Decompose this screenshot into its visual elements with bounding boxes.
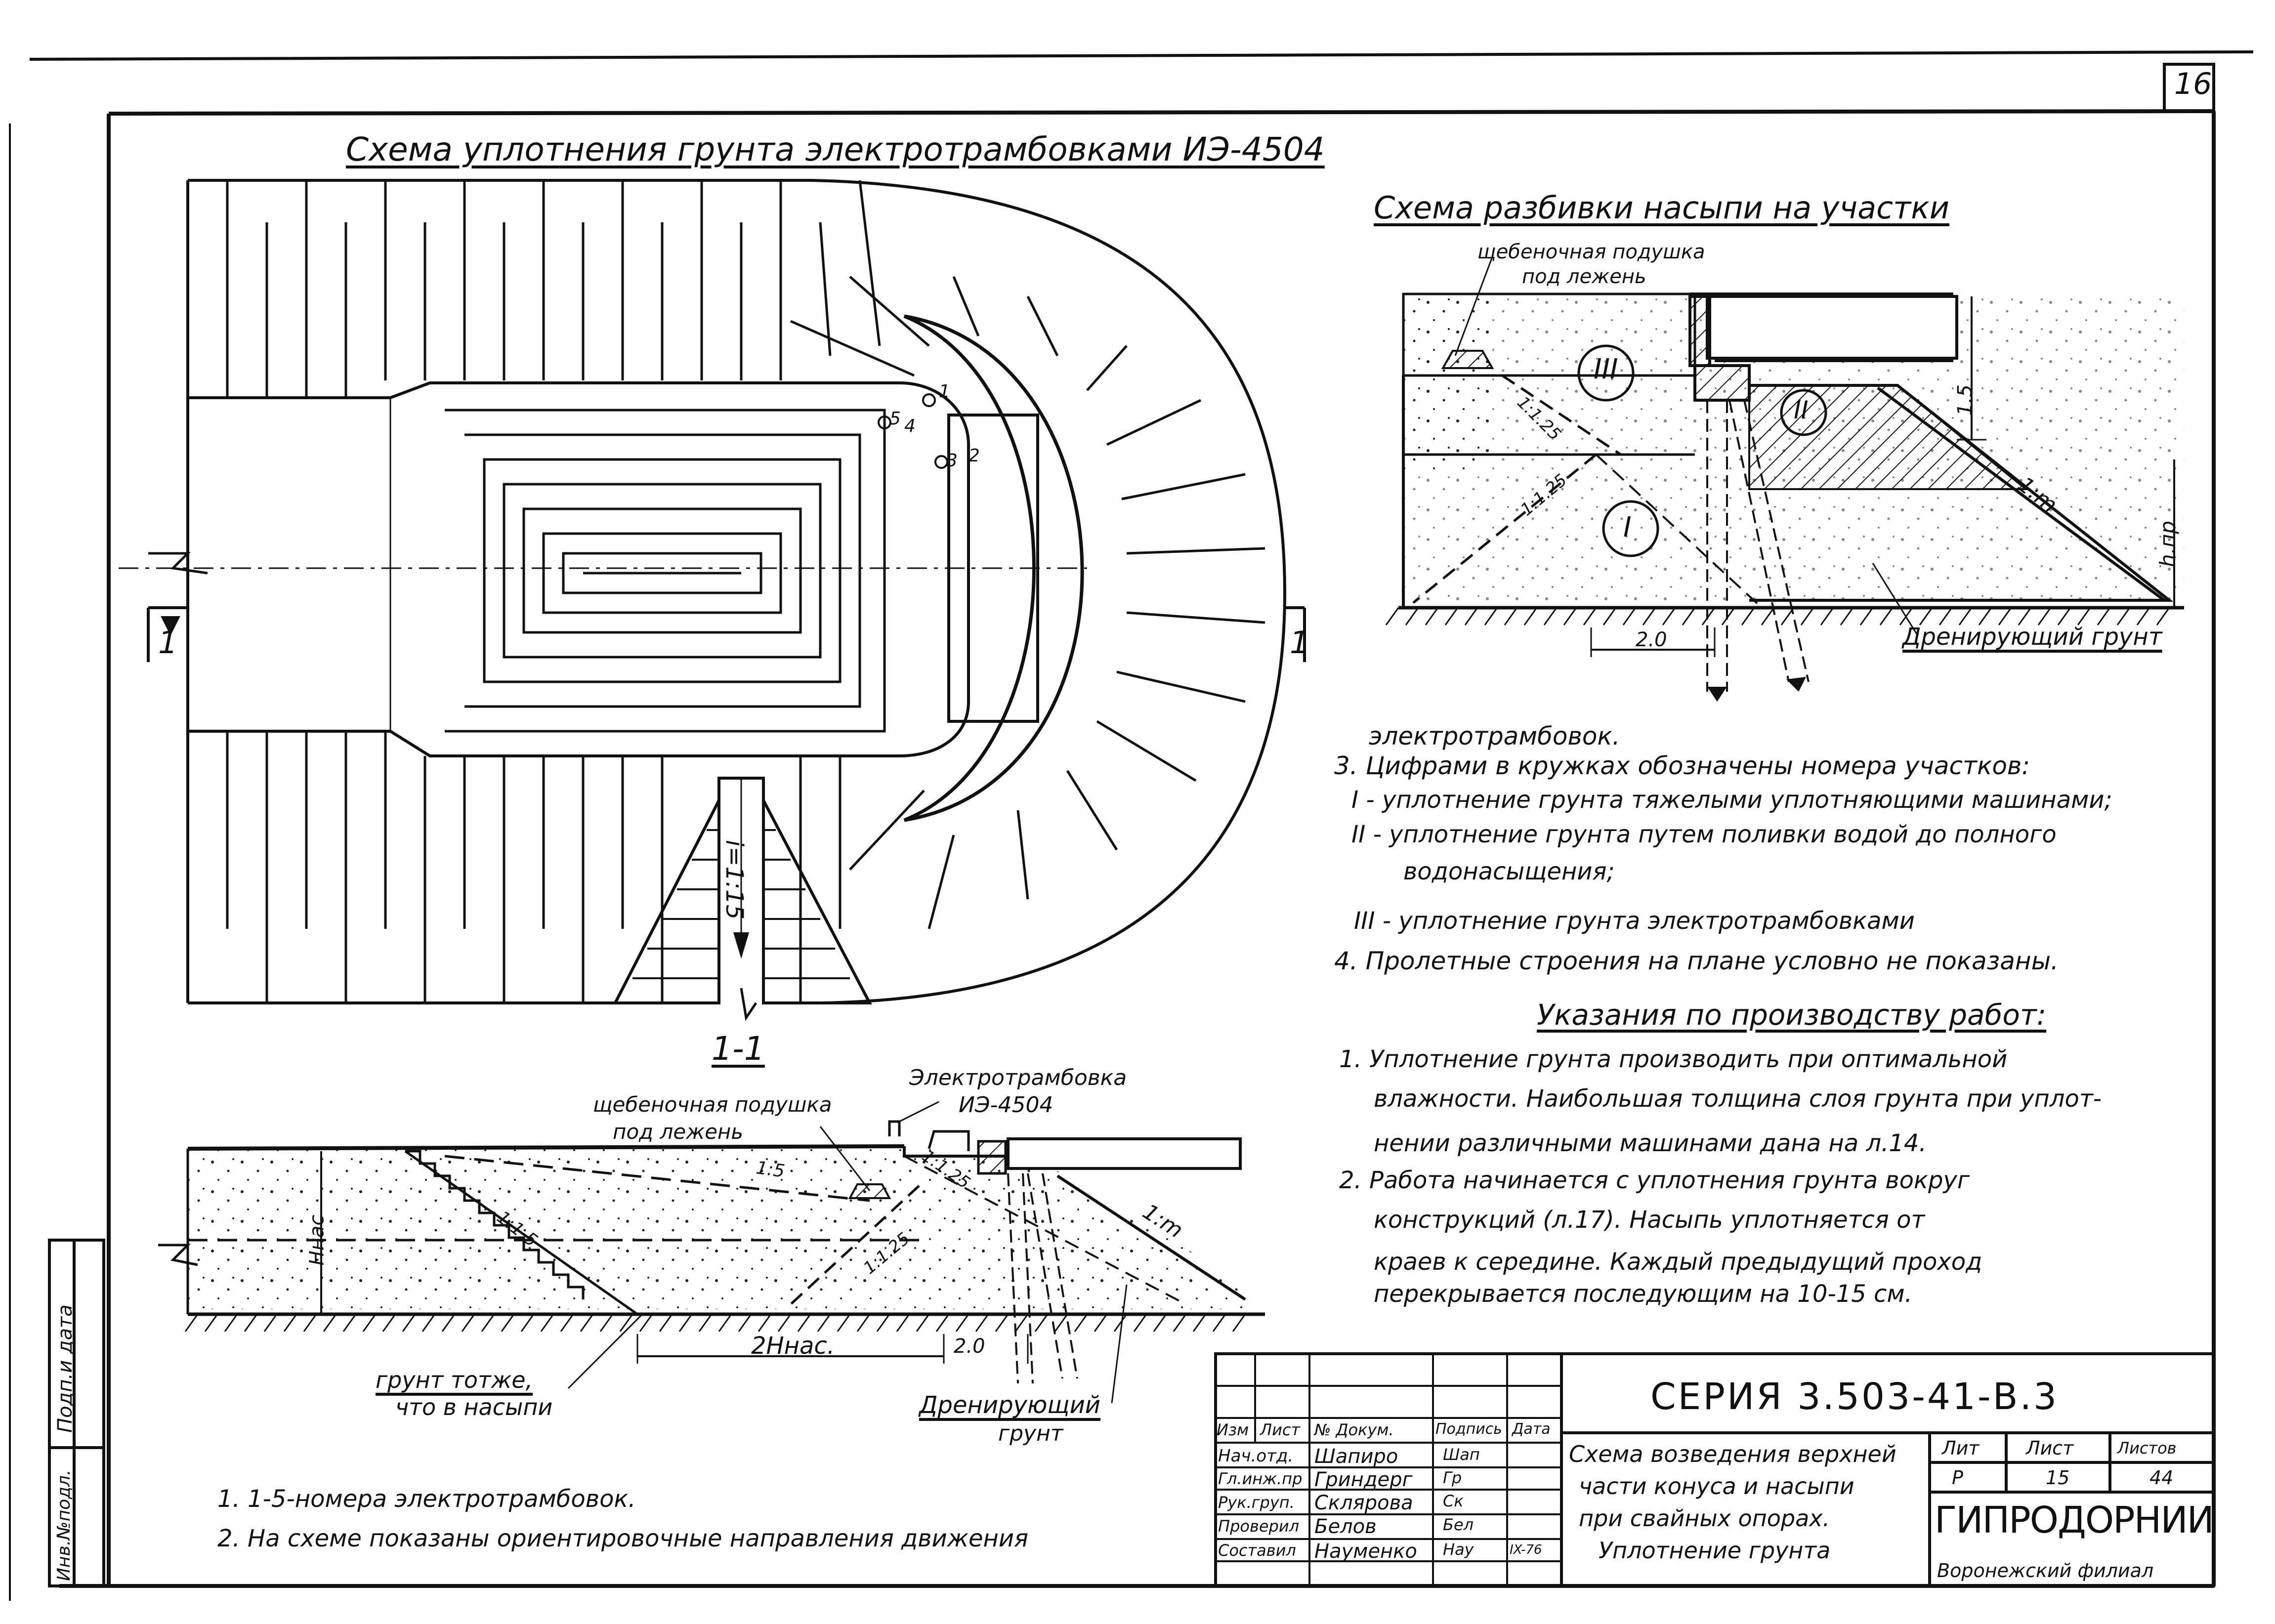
side-stamp-frame <box>48 1239 105 1587</box>
tb-sheets-label: Листов <box>2117 1439 2177 1457</box>
zoning-dim-20: 2.0 <box>1636 628 1667 651</box>
zoning-dim-hnp: h.пр <box>2155 520 2180 568</box>
note-right-line: III - уплотнение грунта электротрамбовка… <box>1354 907 1915 935</box>
tb-description: части конуса и насыпи <box>1579 1473 1854 1499</box>
section-dim-2hnas: 2Ннас. <box>751 1332 835 1360</box>
tb-header-list: Лист <box>1260 1420 1301 1439</box>
tb-row-role: Нач.отд. <box>1218 1446 1294 1466</box>
side-stamp-sign-date: Подп.и дата <box>54 1304 77 1433</box>
zone-3-label: III <box>1594 353 1618 385</box>
tb-org: ГИПРОДОРНИИ <box>1935 1499 2214 1541</box>
tb-sheet-value: 15 <box>2046 1467 2070 1489</box>
section-pad-label-1: щебеночная подушка <box>593 1092 832 1117</box>
zoning-diagram <box>1385 256 2184 702</box>
tb-header-doc: № Докум. <box>1314 1420 1394 1439</box>
section-tamper-label-1: Электротрамбовка <box>909 1065 1127 1090</box>
tb-description: Схема возведения верхней <box>1569 1441 1896 1467</box>
tamper-number-5: 5 <box>889 409 901 429</box>
section-dim-20: 2.0 <box>954 1335 985 1358</box>
tb-row-sign: Бел <box>1443 1515 1474 1534</box>
zoning-pad-label-2: под лежень <box>1522 265 1646 288</box>
section-drain-label-2: грунт <box>998 1421 1063 1446</box>
plan-view <box>119 179 1306 1021</box>
instruction-line: перекрывается последующим на 10-15 см. <box>1374 1280 1912 1308</box>
note-right-line: водонасыщения; <box>1403 858 1615 885</box>
instruction-line: 2. Работа начинается с уплотнения грунта… <box>1339 1166 1970 1194</box>
zoning-title: Схема разбивки насыпи на участки <box>1374 190 1950 226</box>
side-stamp-inv-no: Инв.№подл. <box>54 1469 74 1581</box>
instruction-line: конструкций (л.17). Насыпь уплотняется о… <box>1374 1206 1925 1234</box>
section-mark-right: 1 <box>1290 625 1309 661</box>
tb-row-role: Рук.груп. <box>1218 1493 1295 1512</box>
tb-row-name: Науменко <box>1314 1540 1417 1563</box>
section-title: 1-1 <box>712 1030 765 1068</box>
tamper-number-3: 3 <box>946 451 958 471</box>
instruction-line: влажности. Наибольшая толщина слоя грунт… <box>1374 1085 2102 1113</box>
note-left-line: 1. 1-5-номера электротрамбовок. <box>217 1485 636 1513</box>
tb-row-role: Составил <box>1218 1541 1296 1560</box>
zone-1-label: I <box>1623 511 1632 543</box>
tb-lit-label: Лит <box>1942 1437 1980 1459</box>
tb-row-date: IX-76 <box>1510 1542 1542 1557</box>
tamper-number-1: 1 <box>939 381 950 402</box>
tb-sheet-label: Лист <box>2026 1437 2074 1459</box>
instruction-line: нении различными машинами дана на л.14. <box>1374 1129 1927 1157</box>
tb-sheets-value: 44 <box>2149 1467 2174 1489</box>
note-right-line: I - уплотнение грунта тяжелыми уплотняющ… <box>1351 786 2112 814</box>
instructions-title: Указания по производству работ: <box>1537 998 2047 1032</box>
title-block-frame <box>1214 1352 2215 1587</box>
zoning-pad-label-1: щебеночная подушка <box>1477 241 1705 263</box>
tb-row-role: Гл.инж.пр <box>1218 1469 1303 1488</box>
section-drain-label-1: Дренирующий <box>919 1391 1100 1419</box>
tb-description: Уплотнение грунта <box>1599 1537 1831 1564</box>
instruction-line: краев к середине. Каждый предыдущий прох… <box>1374 1248 1982 1276</box>
tb-header-date: Дата <box>1512 1420 1551 1438</box>
tb-header-sign: Подпись <box>1435 1420 1502 1438</box>
tb-header-izm: Изм <box>1217 1420 1249 1439</box>
note-right-line: 4. Пролетные строения на плане условно н… <box>1334 947 2059 975</box>
tb-description: при свайных опорах. <box>1579 1505 1830 1532</box>
section-tamper-label-2: ИЭ-4504 <box>959 1092 1053 1118</box>
tamper-number-2: 2 <box>969 446 980 466</box>
section-pad-label-2: под лежень <box>613 1120 744 1144</box>
section-dim-hnas: Ннас <box>305 1214 329 1266</box>
tamper-number-4: 4 <box>904 416 916 436</box>
sheet-frame <box>9 50 2254 1601</box>
zoning-dim-15: 1.5 <box>1953 384 1977 416</box>
section-slope-15: 1:5 <box>755 1158 786 1182</box>
section-mark-left: 1 <box>158 625 178 661</box>
tb-row-sign: Шап <box>1443 1445 1480 1464</box>
zone-2-label: II <box>1794 396 1809 424</box>
tb-row-sign: Нау <box>1443 1540 1474 1559</box>
tb-row-sign: Гр <box>1443 1468 1462 1487</box>
tb-row-name: Склярова <box>1314 1492 1413 1514</box>
note-right-line: 3. Цифрами в кружках обозначены номера у… <box>1334 751 2030 780</box>
series-title: СЕРИЯ 3.503-41-В.3 <box>1650 1375 2059 1418</box>
sheet-number: 16 <box>2174 67 2212 101</box>
zoning-drain-label: Дренирующий грунт <box>1902 623 2162 651</box>
section-soil-label-2: что в насыпи <box>395 1394 553 1420</box>
tb-row-name: Шапиро <box>1314 1445 1398 1468</box>
section-view <box>158 1101 1265 1404</box>
note-left-line: 2. На схеме показаны ориентировочные нап… <box>217 1525 1028 1552</box>
tb-branch: Воронежский филиал <box>1937 1560 2154 1582</box>
note-right-line: электротрамбовок. <box>1369 722 1620 750</box>
instruction-line: 1. Уплотнение грунта производить при опт… <box>1339 1045 2008 1073</box>
tb-lit-value: Р <box>1952 1467 1963 1489</box>
plan-title: Схема уплотнения грунта электротрамбовка… <box>346 130 1325 168</box>
tb-row-name: Белов <box>1314 1515 1377 1538</box>
tb-row-sign: Ск <box>1443 1492 1464 1510</box>
tb-row-role: Проверил <box>1218 1517 1300 1536</box>
tb-row-name: Гриндерг <box>1314 1468 1413 1491</box>
note-right-line: II - уплотнение грунта путем поливки вод… <box>1351 821 2057 848</box>
section-soil-label-1: грунт тотже, <box>376 1367 533 1393</box>
plan-slope-label: i=1:15 <box>720 840 748 920</box>
